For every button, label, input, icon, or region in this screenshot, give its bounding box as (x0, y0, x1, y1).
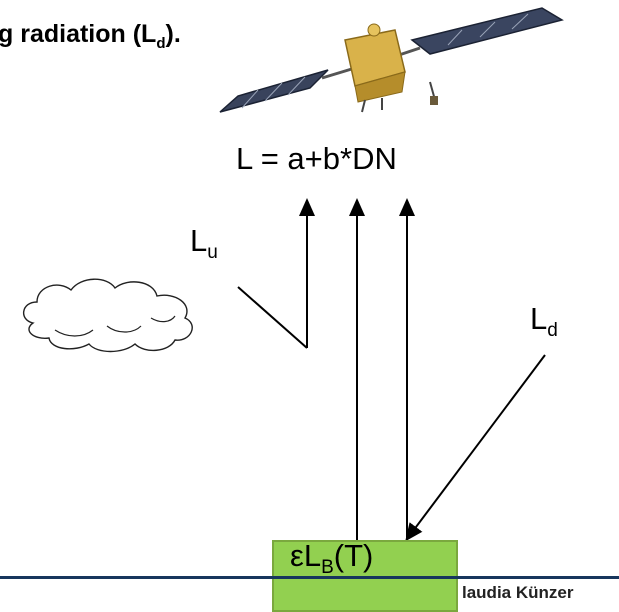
slide-heading: g radiation (Ld). (0, 20, 181, 52)
footer-author: laudia Künzer (462, 583, 574, 602)
radiance-equation: L = a+b*DN (236, 141, 397, 176)
footer-divider (0, 576, 619, 579)
surface-emission-label: εLB(T) (290, 538, 374, 579)
downwelling-radiance-label: Ld (530, 301, 558, 342)
upwelling-radiance-label: Lu (190, 223, 218, 264)
cloud-icon (23, 278, 193, 353)
upwelling-path-line (237, 286, 308, 349)
downwelling-arrow (405, 354, 546, 542)
satellite-icon (219, 7, 564, 113)
